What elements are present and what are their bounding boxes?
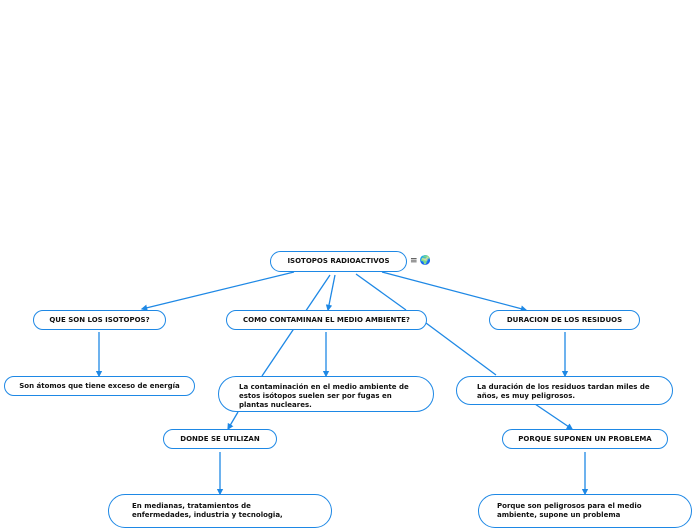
node-como-contaminan[interactable]: COMO CONTAMINAN EL MEDIO AMBIENTE? [226,310,427,330]
node-duracion-texto[interactable]: La duración de los residuos tardan miles… [456,376,673,405]
node-label: QUE SON LOS ISOTOPOS? [49,315,150,324]
node-en-medianas[interactable]: En medianas, tratamientos de enfermedade… [108,494,332,528]
node-label: Porque son peligrosos para el medio ambi… [497,502,642,519]
link-residuos-porque [534,403,574,430]
link-como-porque [425,322,497,376]
globe-icon[interactable]: 🌍 [419,256,431,266]
node-que-son-isotopos[interactable]: QUE SON LOS ISOTOPOS? [33,310,166,330]
node-label: PORQUE SUPONEN UN PROBLEMA [518,434,652,443]
node-label: COMO CONTAMINAN EL MEDIO AMBIENTE? [243,315,410,324]
link-root-que-son [140,271,295,311]
node-label: En medianas, tratamientos de enfermedade… [132,502,283,519]
root-toolbar: ≡ 🌍 [410,256,431,266]
node-label: DONDE SE UTILIZAN [180,434,260,443]
node-donde-utilizan[interactable]: DONDE SE UTILIZAN [163,429,277,449]
node-label: Son átomos que tiene exceso de energía [19,381,180,390]
link-root-porque [355,273,407,311]
node-label: La duración de los residuos tardan miles… [477,383,650,400]
menu-icon[interactable]: ≡ [410,256,418,266]
link-root-como [325,274,336,312]
node-porque-problema[interactable]: PORQUE SUPONEN UN PROBLEMA [502,429,668,449]
node-contaminacion[interactable]: La contaminación en el medio ambiente de… [218,376,434,412]
node-son-atomos[interactable]: Son átomos que tiene exceso de energía [4,376,195,396]
root-node-label: ISOTOPOS RADIOACTIVOS [287,257,390,265]
link-contaminacion-donde [227,411,239,431]
node-label: La contaminación en el medio ambiente de… [239,383,409,409]
link-root-duracion [381,271,528,312]
node-porque-peligrosos[interactable]: Porque son peligrosos para el medio ambi… [478,494,692,528]
node-label: DURACION DE LOS RESIDUOS [506,315,623,324]
root-node[interactable]: ISOTOPOS RADIOACTIVOS [270,251,407,272]
node-duracion-residuos[interactable]: DURACION DE LOS RESIDUOS [489,310,640,330]
